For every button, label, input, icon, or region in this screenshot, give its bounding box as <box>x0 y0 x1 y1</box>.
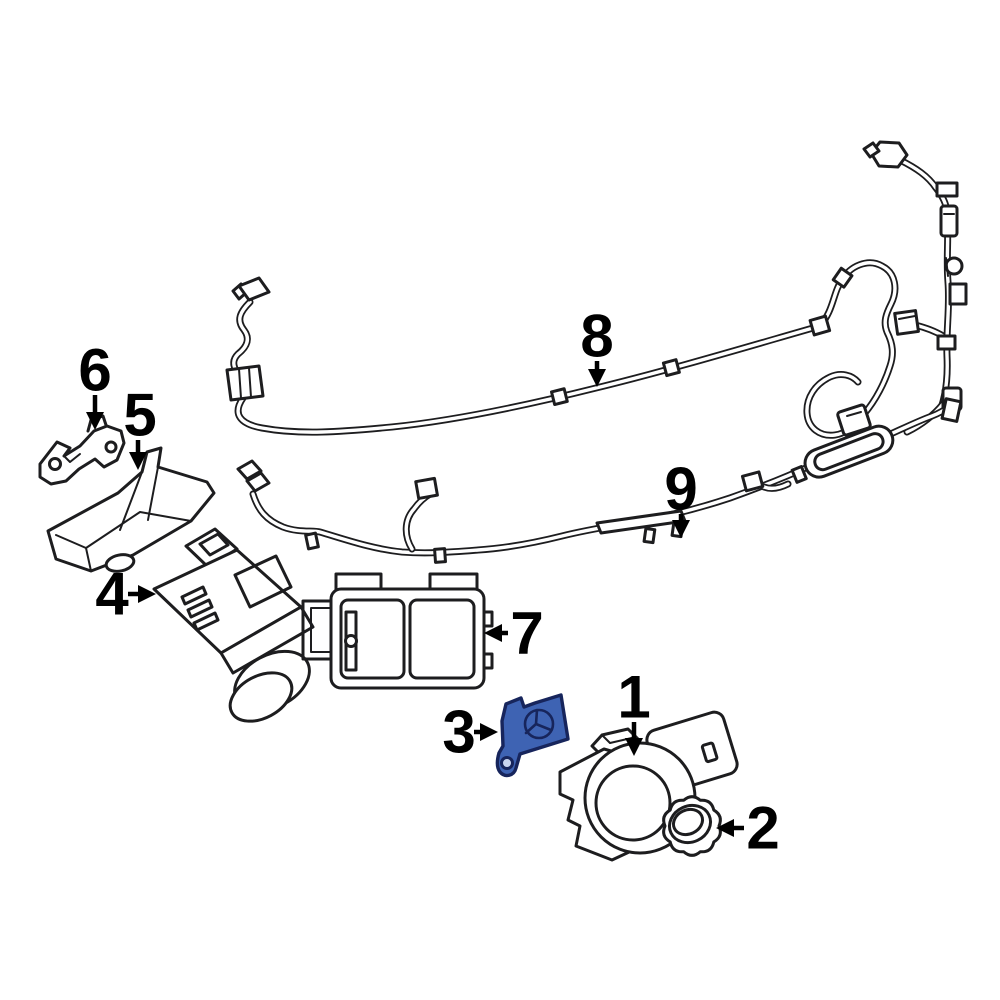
arrow-left-icon <box>716 819 734 837</box>
arrow-down-icon <box>625 738 643 756</box>
wire-clip <box>935 181 959 198</box>
arrow-down-icon <box>86 412 104 430</box>
arrow-down-icon <box>588 369 606 387</box>
cover-detent <box>104 553 136 573</box>
cover-5-drawing <box>46 446 216 573</box>
connector <box>940 397 963 423</box>
callout-label-3: 3 <box>442 699 475 766</box>
wire-clip <box>433 547 447 564</box>
wire-clip <box>808 314 832 337</box>
callout-label-8: 8 <box>580 303 613 370</box>
callout-4: 4 <box>95 561 156 628</box>
camera-4-drawing <box>152 527 315 723</box>
callout-1: 1 <box>617 664 651 756</box>
callout-label-7: 7 <box>510 600 543 667</box>
callout-9: 9 <box>664 456 698 538</box>
wire-clip <box>642 527 657 545</box>
wire-clip <box>661 358 681 378</box>
callout-label-5: 5 <box>123 382 156 449</box>
bracket-emblem-icon <box>523 708 555 740</box>
connector <box>939 204 959 238</box>
callout-label-2: 2 <box>746 795 779 862</box>
arrow-down-icon <box>672 520 690 538</box>
callout-label-6: 6 <box>78 337 111 404</box>
arrow-left-icon <box>484 624 502 642</box>
callout-6: 6 <box>78 337 112 430</box>
connector <box>236 459 263 481</box>
callout-label-4: 4 <box>95 561 129 628</box>
connector <box>893 309 920 336</box>
harness-upper-drawing <box>225 140 968 435</box>
connector <box>836 403 872 437</box>
arrow-right-icon <box>480 723 498 741</box>
arrow-down-icon <box>129 452 147 470</box>
wire-clip <box>790 465 808 484</box>
connector <box>245 471 271 493</box>
wire-clip <box>831 266 854 289</box>
callout-7: 7 <box>484 600 544 667</box>
callout-2: 2 <box>716 795 780 862</box>
retainer-2-drawing <box>662 795 722 857</box>
connector <box>740 470 765 493</box>
module-7-drawing <box>301 572 494 690</box>
bracket-6-drawing <box>38 414 126 486</box>
bolt-hole <box>104 440 118 454</box>
callout-8: 8 <box>580 303 614 387</box>
callout-3: 3 <box>442 699 498 766</box>
callout-label-9: 9 <box>664 456 697 523</box>
connector <box>862 141 881 159</box>
connector <box>225 364 265 402</box>
wire-clip <box>550 387 569 407</box>
connector <box>414 476 439 500</box>
callout-5: 5 <box>123 382 157 470</box>
callout-label-1: 1 <box>617 664 650 731</box>
bracket-hole <box>500 756 514 770</box>
connector <box>948 282 968 306</box>
harness-trunk <box>803 424 895 479</box>
harness-lower-drawing <box>236 397 963 564</box>
bolt-hole <box>48 457 62 471</box>
arrow-right-icon <box>138 585 156 603</box>
connector <box>869 140 909 169</box>
wire-clip <box>936 334 957 351</box>
highlight-bracket-3-drawing <box>495 693 570 778</box>
connector <box>237 276 271 302</box>
wire-clip <box>304 531 320 551</box>
